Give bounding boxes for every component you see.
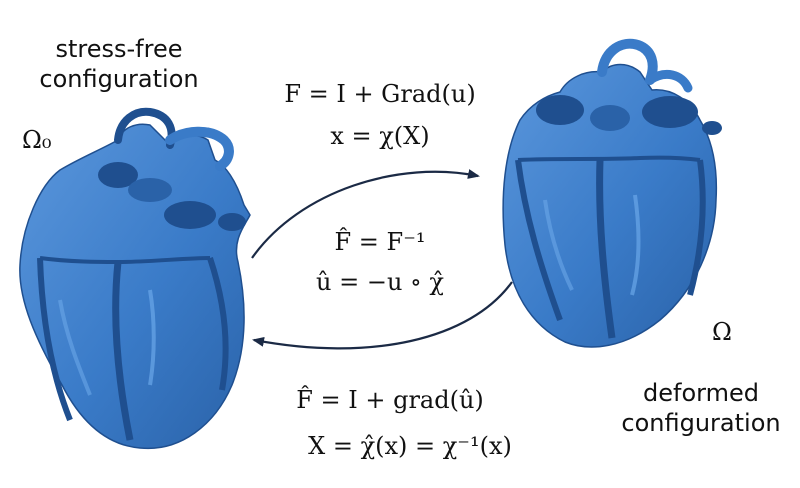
stress-free-heart xyxy=(19,107,251,450)
inverse-deformation-gradient: F̂ = F⁻¹ xyxy=(334,228,426,256)
backward-deformation-gradient: F̂ = I + grad(û) xyxy=(296,386,484,414)
deformed-heart xyxy=(502,38,722,348)
omega-symbol: Ω xyxy=(712,318,732,346)
deformed-line2: configuration xyxy=(621,409,781,437)
forward-map: x = χ(X) xyxy=(330,122,430,150)
backward-arrow xyxy=(252,281,513,350)
forward-deformation-gradient: F = I + Grad(u) xyxy=(284,80,476,108)
forward-arrow xyxy=(251,169,480,259)
backward-map: X = χ̂(x) = χ⁻¹(x) xyxy=(308,432,512,460)
inverse-displacement: û = −u ∘ χ̂ xyxy=(316,268,444,296)
deformed-line1: deformed xyxy=(643,379,759,407)
stress-free-label: stress-free configuration xyxy=(14,34,224,94)
stress-free-line2: configuration xyxy=(39,65,199,93)
stress-free-line1: stress-free xyxy=(55,35,183,63)
omega0-symbol: Ω₀ xyxy=(22,126,52,154)
deformed-label: deformed configuration xyxy=(606,378,796,438)
